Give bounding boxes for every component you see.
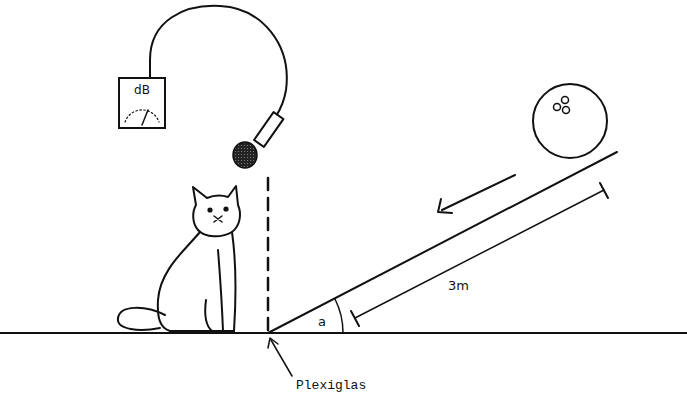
motion-arrow bbox=[442, 175, 515, 210]
dimension-line bbox=[355, 190, 604, 318]
leader-arrowhead bbox=[268, 338, 278, 348]
meter-needle bbox=[142, 110, 148, 125]
bowling-ball bbox=[533, 84, 607, 158]
meter-label: dB bbox=[120, 79, 164, 97]
angle-arc bbox=[335, 299, 343, 333]
microphone-head bbox=[233, 142, 257, 168]
dimension-label: 3m bbox=[448, 278, 469, 293]
microphone bbox=[254, 112, 283, 147]
motion-arrowhead bbox=[438, 199, 452, 213]
dimension-tick bbox=[600, 183, 608, 198]
dimension-tick bbox=[351, 311, 359, 326]
meter-dial bbox=[125, 110, 159, 122]
part-label: Plexiglas bbox=[296, 378, 366, 393]
cat bbox=[118, 186, 240, 331]
leader-line bbox=[271, 340, 292, 376]
ramp bbox=[268, 152, 617, 333]
plexiglas-wall bbox=[267, 178, 270, 331]
microphone-cable bbox=[150, 6, 287, 116]
angle-label: a bbox=[318, 314, 326, 329]
meter-box: dB bbox=[118, 77, 166, 129]
